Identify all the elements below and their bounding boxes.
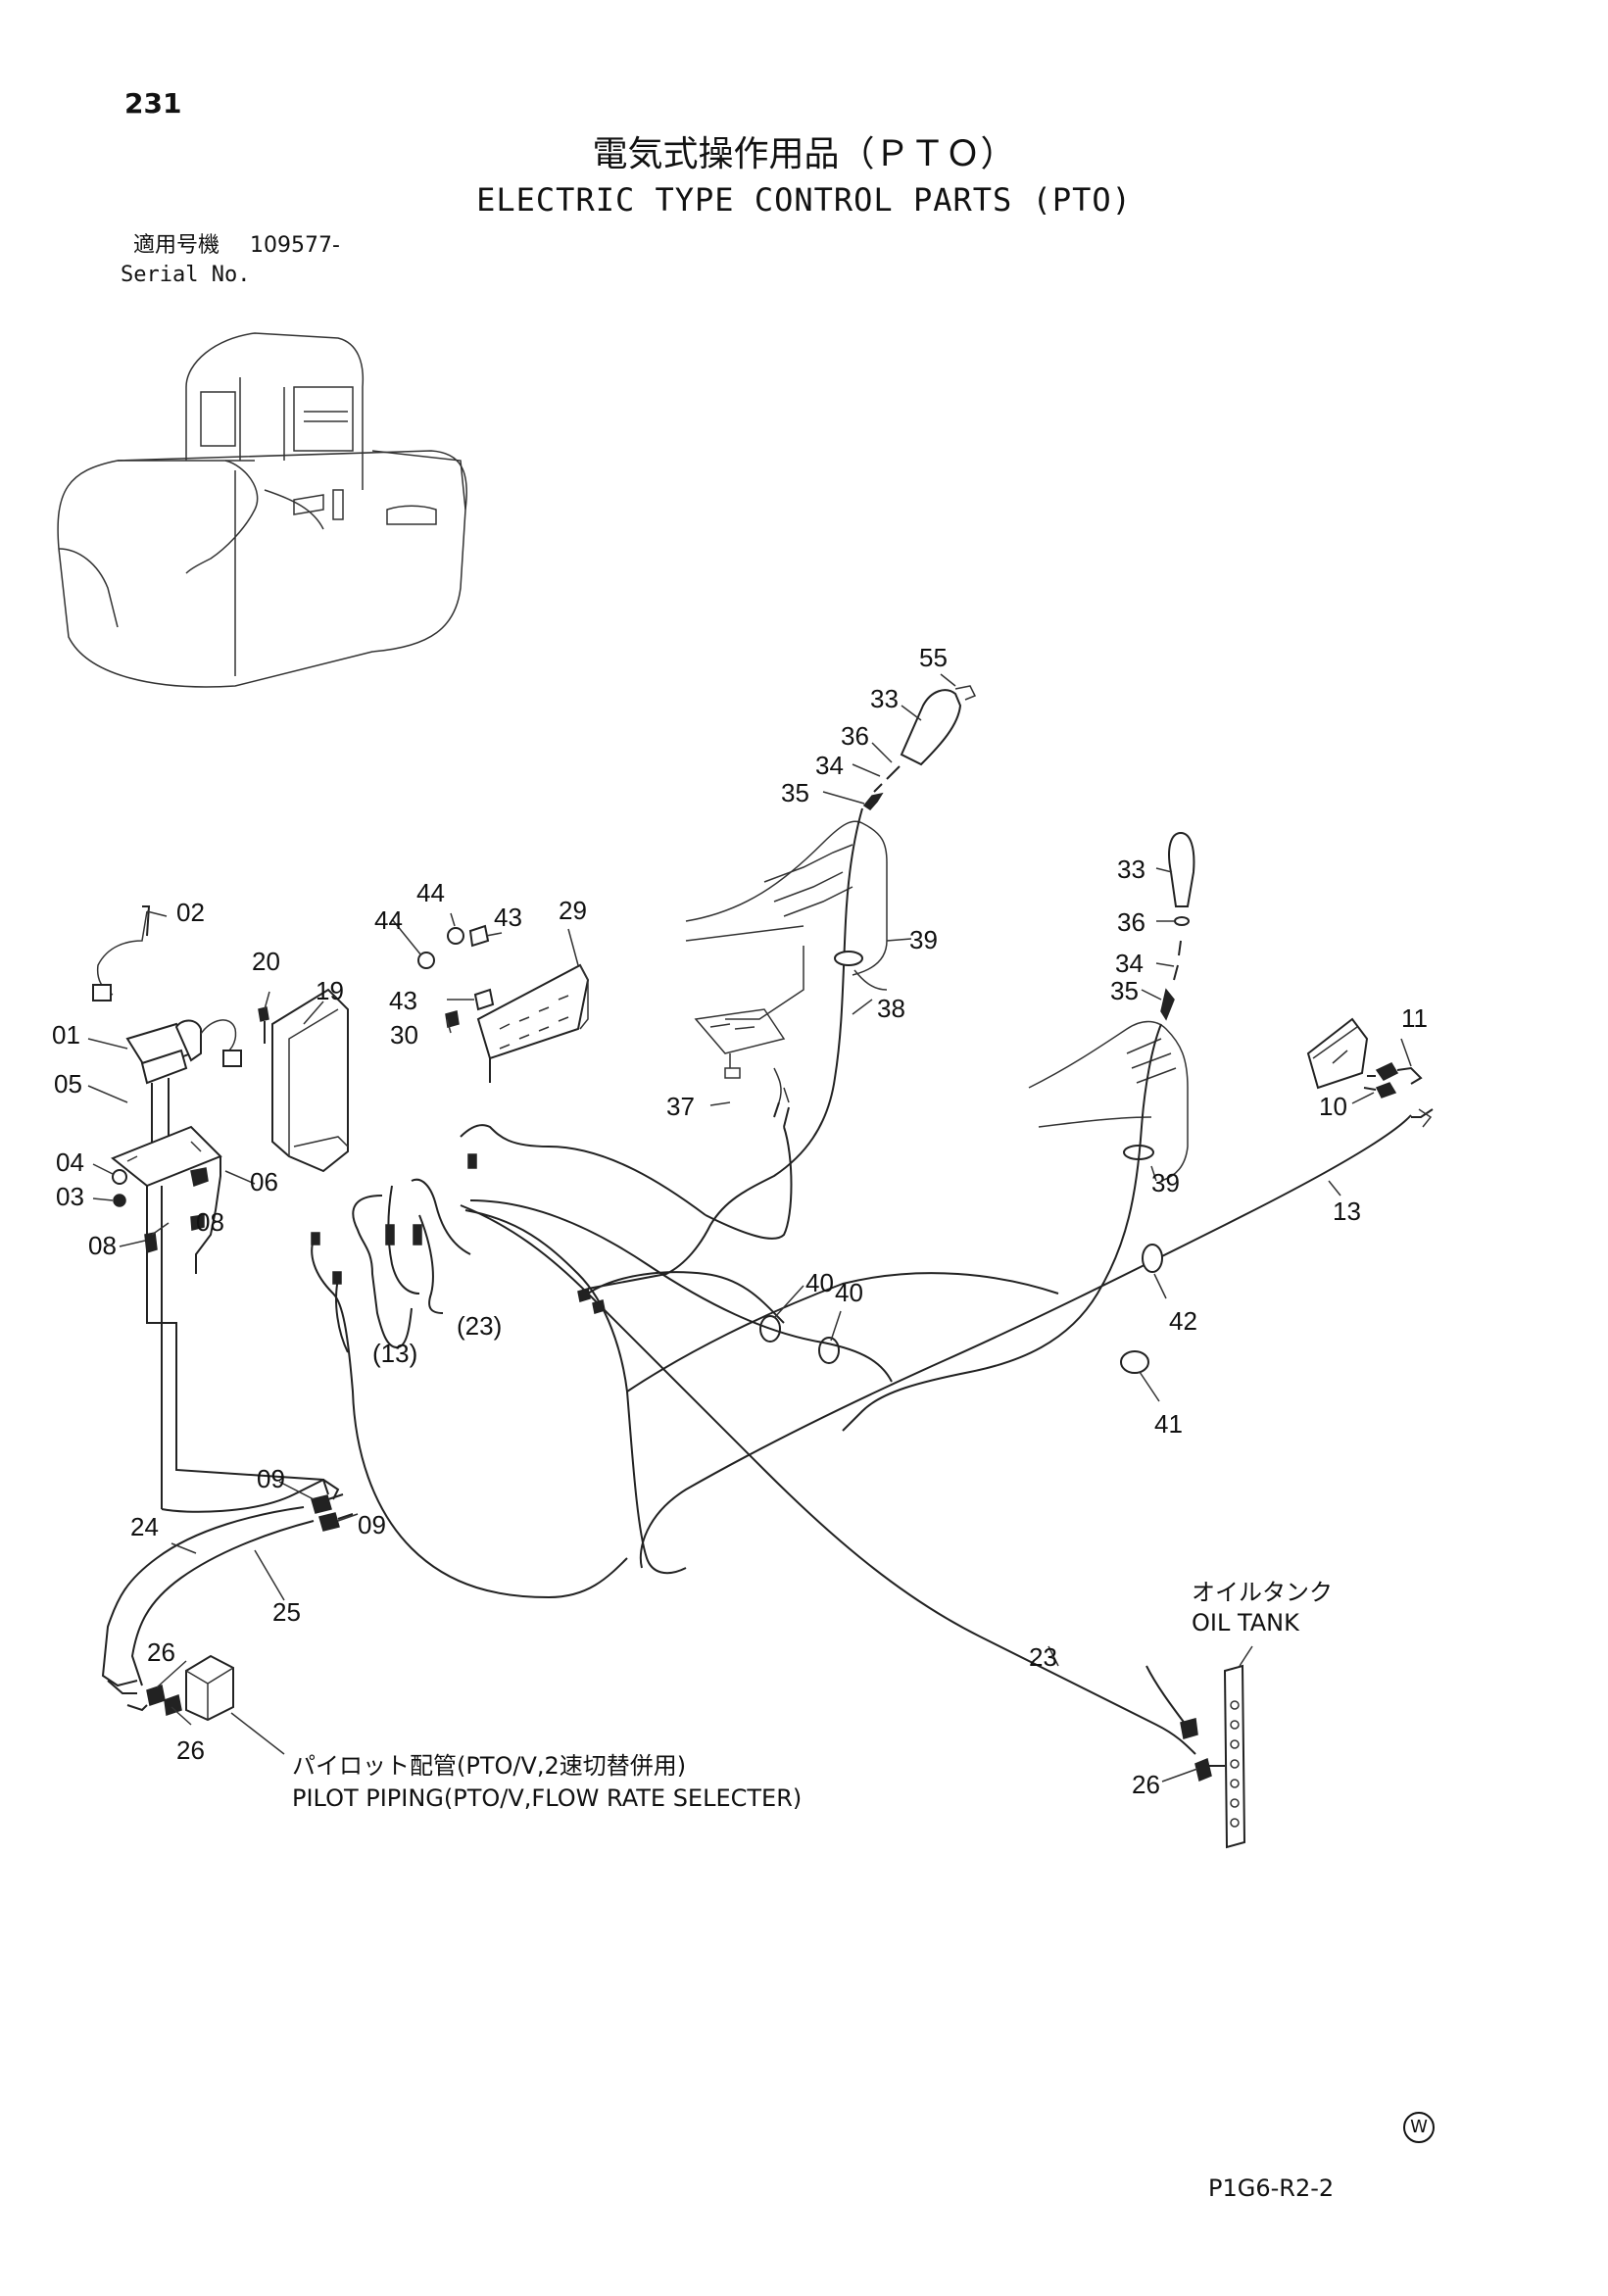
callout-29: 29 <box>559 896 587 925</box>
callout-34: 34 <box>815 751 844 780</box>
callout-01: 01 <box>52 1020 80 1050</box>
callout-11: 11 <box>1401 1003 1428 1033</box>
callout-41: 41 <box>1154 1409 1183 1439</box>
callout-26-a: 26 <box>147 1637 175 1667</box>
callout-10: 10 <box>1319 1092 1347 1121</box>
callout-26-c: 26 <box>1132 1770 1160 1799</box>
callout-43-a: 43 <box>494 903 522 932</box>
callout-26-b: 26 <box>176 1735 205 1765</box>
callout-40-a: 40 <box>805 1268 834 1297</box>
machine-overview <box>57 332 467 688</box>
title-english: ELECTRIC TYPE CONTROL PARTS (PTO) <box>476 181 1132 219</box>
solenoid-valve <box>92 905 329 1513</box>
callout-33-right: 33 <box>1117 855 1145 884</box>
callout-13-ref: (13) <box>372 1339 417 1368</box>
serial-label-english: Serial No. <box>121 263 251 287</box>
callout-19: 19 <box>316 976 344 1005</box>
oil-tank-label-english: OIL TANK <box>1192 1609 1299 1637</box>
switch-unit <box>1306 1017 1423 1099</box>
callout-06: 06 <box>250 1167 278 1197</box>
oil-tank-port <box>1145 1664 1246 1849</box>
callout-04: 04 <box>56 1148 84 1177</box>
callout-33: 33 <box>870 684 899 713</box>
leader-lines <box>87 673 1412 1783</box>
callout-44-a: 44 <box>416 878 445 907</box>
serial-number-value: 109577- <box>250 233 340 258</box>
callout-13: 13 <box>1333 1197 1361 1226</box>
pilot-hoses <box>101 1479 354 1687</box>
callout-44-b: 44 <box>374 905 403 935</box>
callout-30: 30 <box>390 1020 418 1050</box>
callout-38: 38 <box>877 994 905 1023</box>
callout-09-a: 09 <box>257 1464 285 1493</box>
callout-25: 25 <box>272 1597 301 1627</box>
callout-37: 37 <box>666 1092 695 1121</box>
callout-20: 20 <box>252 947 280 976</box>
callout-42: 42 <box>1169 1306 1197 1336</box>
circled-w-mark: W <box>1403 2112 1435 2143</box>
callout-39-right: 39 <box>1151 1168 1180 1197</box>
callout-40-b: 40 <box>835 1278 863 1307</box>
pilot-piping-label-japanese: パイロット配管(PTO/V,2速切替併用) <box>292 1752 687 1780</box>
callout-23-ref: (23) <box>457 1311 502 1341</box>
callout-02: 02 <box>176 898 205 927</box>
lever-assembly-right <box>842 831 1195 1432</box>
serial-label-japanese: 適用号機 <box>133 233 220 258</box>
callout-36: 36 <box>841 721 869 751</box>
callout-23: 23 <box>1029 1642 1057 1672</box>
callout-35-right: 35 <box>1110 976 1139 1005</box>
callout-03: 03 <box>56 1182 84 1211</box>
oil-tank-label-japanese: オイルタンク <box>1192 1579 1333 1606</box>
callout-55: 55 <box>919 643 948 672</box>
callout-39: 39 <box>909 925 938 954</box>
lever-assembly-left <box>587 685 977 1290</box>
callout-08-b: 08 <box>88 1231 117 1260</box>
callout-36-right: 36 <box>1117 907 1145 937</box>
callout-05: 05 <box>54 1069 82 1099</box>
callout-09-b: 09 <box>358 1510 386 1539</box>
callout-numbers: 55 33 36 34 35 39 38 37 33 36 34 35 39 1… <box>52 643 1428 1799</box>
reference-code: P1G6-R2-2 <box>1208 2174 1335 2202</box>
bracket <box>258 988 349 1173</box>
callout-35: 35 <box>781 778 809 807</box>
title-japanese: 電気式操作用品（ＰＴＯ） <box>592 134 1016 174</box>
relay-bracket <box>417 924 590 1083</box>
page-number: 231 <box>124 87 182 120</box>
callout-08-a: 08 <box>196 1207 224 1237</box>
callout-34-right: 34 <box>1115 949 1144 978</box>
pilot-piping-label-english: PILOT PIPING(PTO/V,FLOW RATE SELECTER) <box>292 1784 803 1812</box>
callout-24: 24 <box>130 1512 159 1541</box>
callout-43-b: 43 <box>389 986 417 1015</box>
pilot-valve-block <box>107 1654 234 1722</box>
